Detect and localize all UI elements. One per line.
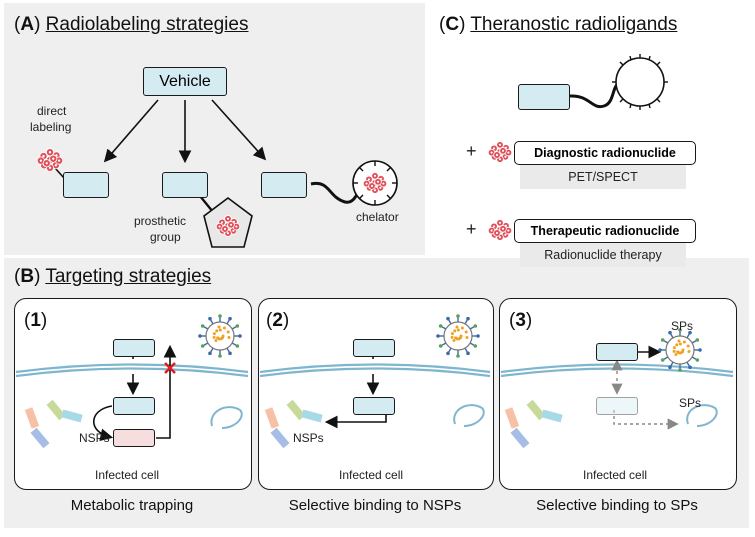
- vehicle-direct: [63, 172, 109, 198]
- arrow-to-chelator: [211, 99, 267, 161]
- card-2-vehicle-top: [353, 339, 395, 357]
- virus-icon: [436, 314, 480, 358]
- virus-icon: [198, 314, 242, 358]
- radionuclide-icon: [487, 219, 513, 241]
- arrow-to-direct: [103, 99, 159, 163]
- vehicle-chelator: [261, 172, 307, 198]
- plus-diagnostic: +: [466, 141, 477, 161]
- card-1-caption: Metabolic trapping: [70, 497, 194, 514]
- card-2-nsps: NSPs: [293, 431, 324, 445]
- virus-icon: [658, 328, 702, 372]
- card-2-caption: Selective binding to NSPs: [288, 497, 462, 514]
- radionuclide-icon: [487, 141, 513, 163]
- prosthetic-label-line2: group: [150, 230, 181, 244]
- card-1-vehicle-trapped: [113, 429, 155, 447]
- diagnostic-use: PET/SPECT: [520, 165, 686, 189]
- radionuclide-icon: [215, 215, 241, 237]
- card-3-caption: Selective binding to SPs: [536, 497, 698, 514]
- card-1-cell: Infected cell: [95, 468, 160, 482]
- card-3-sps-bottom: SPs: [679, 396, 702, 410]
- card-3-vehicle-top: [596, 343, 638, 361]
- block-x-icon: [164, 362, 176, 374]
- protein-bar-icon: [24, 399, 83, 449]
- card-3-number: (3): [509, 310, 533, 331]
- direct-label-line1: direct: [37, 104, 67, 118]
- card-1-nsps: NSPs: [79, 431, 110, 445]
- radionuclide-icon: [362, 172, 388, 194]
- card-2-number: (2): [266, 310, 290, 331]
- card-3-vehicle-faded: [596, 397, 638, 415]
- panel-b-title: (B) Targeting strategies: [14, 266, 212, 287]
- panel-a-title: (A) Radiolabeling strategies: [14, 14, 249, 35]
- vehicle-prosthetic: [162, 172, 208, 198]
- radionuclide-icon: [36, 148, 64, 172]
- protein-bar-icon: [504, 399, 563, 449]
- prosthetic-label-line1: prosthetic: [134, 214, 187, 228]
- card-3-cell: Infected cell: [583, 468, 648, 482]
- theranostic-vehicle: [518, 84, 570, 110]
- diagnostic-radionuclide: Diagnostic radionuclide: [514, 141, 696, 165]
- chelator-label: chelator: [356, 210, 399, 224]
- vehicle-box: Vehicle: [143, 67, 227, 96]
- membrane-line: [15, 363, 734, 378]
- therapeutic-radionuclide: Therapeutic radionuclide: [514, 219, 696, 243]
- card-1-vehicle-top: [113, 339, 155, 357]
- plus-therapeutic: +: [466, 219, 477, 239]
- protein-bar-icon: [264, 399, 323, 449]
- card-3-sps-top: SPs: [671, 319, 694, 333]
- therapeutic-use: Radionuclide therapy: [520, 243, 686, 267]
- panel-c-title: (C) Theranostic radioligands: [439, 14, 678, 35]
- card-1-number: (1): [24, 310, 48, 331]
- card-2-cell: Infected cell: [339, 468, 404, 482]
- direct-label-line2: labeling: [30, 120, 72, 134]
- card-2-vehicle-mid: [353, 397, 395, 415]
- card-1-vehicle-mid: [113, 397, 155, 415]
